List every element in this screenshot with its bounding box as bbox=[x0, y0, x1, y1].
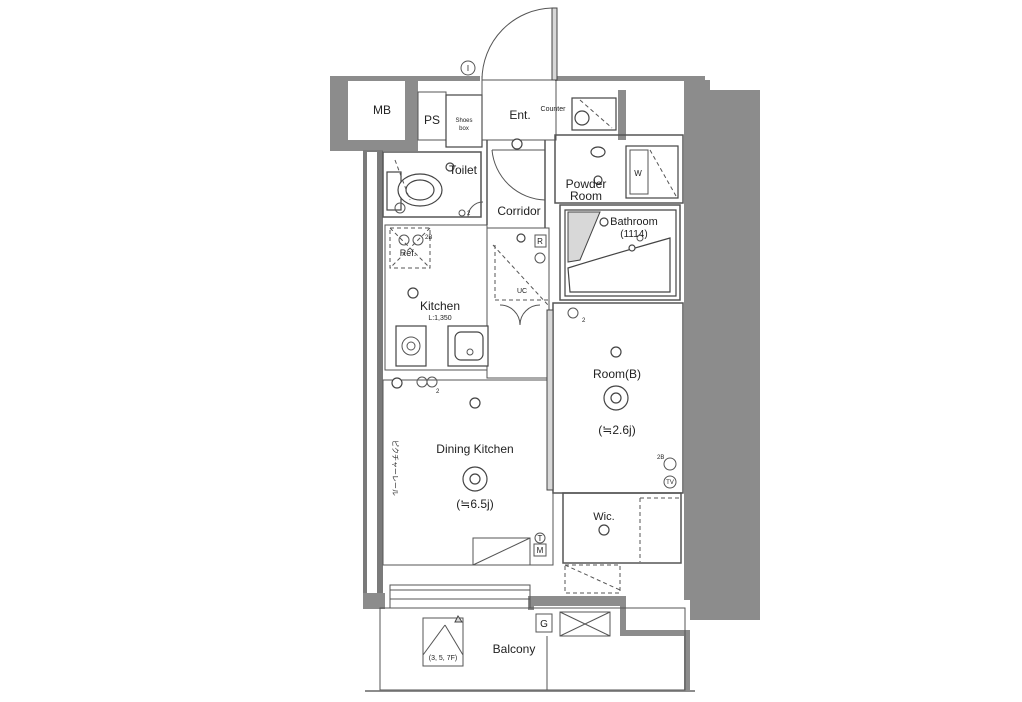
structural-walls bbox=[330, 76, 760, 692]
label-room-b: Room(B) bbox=[593, 367, 641, 381]
intercom-label: I bbox=[467, 64, 469, 73]
label-washer: W bbox=[634, 169, 642, 178]
svg-text:M: M bbox=[537, 546, 544, 555]
label-powder-room-2: Room bbox=[570, 189, 602, 203]
label-bathroom-size: (1114) bbox=[620, 229, 647, 240]
kitchen-door bbox=[499, 304, 541, 326]
svg-text:2: 2 bbox=[436, 389, 440, 395]
label-balcony-note: (3, 5, 7F) bbox=[429, 655, 457, 662]
switch-symbols: 2 2 2B 2 2B bbox=[394, 202, 664, 461]
label-mb: MB bbox=[373, 103, 391, 117]
label-bathroom: Bathroom bbox=[610, 216, 658, 228]
counter-sink bbox=[571, 97, 617, 131]
partition-walls bbox=[379, 79, 686, 691]
label-gas-meter: G bbox=[540, 619, 548, 630]
gas-meter-box bbox=[535, 613, 553, 633]
label-toilet: Toilet bbox=[449, 163, 478, 177]
label-counter: Counter bbox=[541, 106, 567, 113]
stove bbox=[395, 325, 427, 367]
corridor-door bbox=[491, 149, 546, 201]
label-uc: UC bbox=[517, 288, 527, 295]
bathtub bbox=[564, 209, 677, 297]
label-shoes-box-1: Shoes bbox=[455, 118, 472, 124]
label-kitchen-length: L:1,350 bbox=[428, 315, 451, 322]
label-balcony: Balcony bbox=[493, 642, 536, 656]
svg-text:TV: TV bbox=[666, 480, 674, 486]
svg-text:2: 2 bbox=[467, 211, 471, 217]
svg-text:2: 2 bbox=[582, 318, 586, 324]
room-labels: MB PS Shoes box Ent. Counter Toilet Powd… bbox=[373, 103, 658, 662]
label-kitchen: Kitchen bbox=[420, 299, 460, 313]
ceiling-light-symbols bbox=[391, 138, 629, 536]
label-entrance: Ent. bbox=[509, 108, 530, 122]
label-picture-rail: ピクチャーレール bbox=[391, 440, 399, 496]
svg-text:T: T bbox=[538, 534, 543, 543]
outlet-tv: TV bbox=[663, 457, 677, 489]
toilet-fixture bbox=[386, 159, 443, 211]
label-shoes-box-2: box bbox=[459, 126, 469, 132]
svg-text:2B: 2B bbox=[425, 235, 432, 241]
label-corridor: Corridor bbox=[497, 204, 540, 218]
ac-outdoor-unit bbox=[559, 611, 611, 637]
toilet-door bbox=[467, 201, 484, 218]
intercom-marker: I bbox=[460, 60, 476, 76]
label-dining-kitchen-size: (≒6.5j) bbox=[456, 497, 493, 511]
svg-text:2B: 2B bbox=[657, 455, 664, 461]
wic-storage-shelf bbox=[564, 564, 621, 591]
outlet-t-m: T M bbox=[533, 532, 547, 557]
svg-text:R: R bbox=[537, 237, 543, 246]
uc-dashed-area bbox=[492, 244, 549, 306]
label-ref: Ref. bbox=[400, 248, 417, 258]
washing-machine bbox=[625, 145, 679, 199]
kitchen-sink bbox=[447, 325, 489, 367]
entrance-door bbox=[481, 7, 558, 81]
outlet-r: R bbox=[534, 234, 547, 264]
label-room-b-size: (≒2.6j) bbox=[598, 423, 635, 437]
refrigerator bbox=[389, 227, 431, 269]
label-dining-kitchen: Dining Kitchen bbox=[436, 442, 513, 456]
label-wic: Wic. bbox=[593, 511, 614, 523]
label-ps: PS bbox=[424, 113, 440, 127]
powder-basin bbox=[590, 146, 606, 158]
label-powder-room-1: Powder bbox=[566, 177, 607, 191]
evacuation-hatch bbox=[422, 615, 464, 667]
dining-step bbox=[472, 537, 531, 566]
